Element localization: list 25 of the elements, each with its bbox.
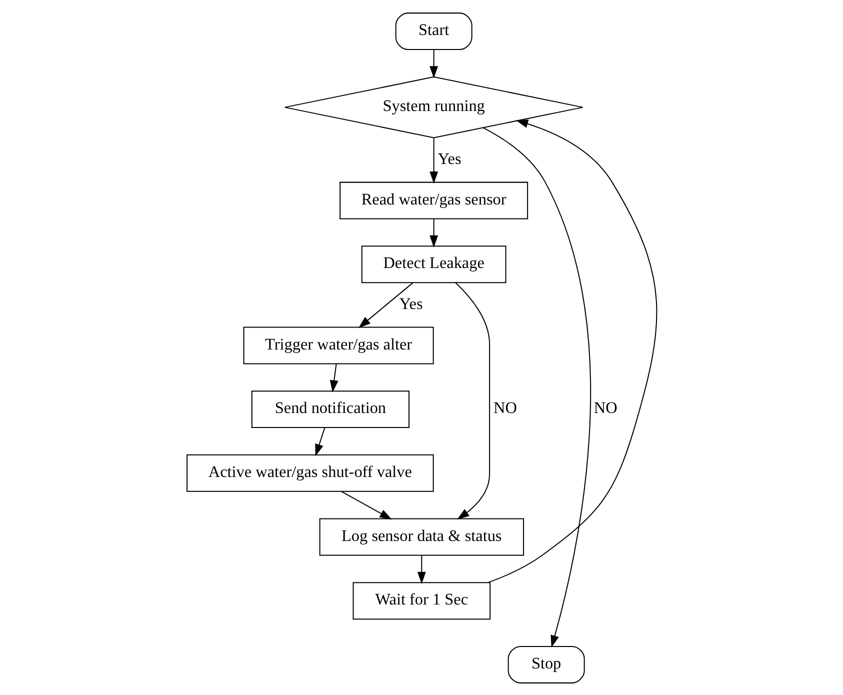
edge-label: NO bbox=[593, 398, 617, 417]
node-box: Detect Leakage bbox=[360, 245, 506, 283]
node-box: Stop bbox=[507, 645, 584, 683]
arrow bbox=[454, 282, 490, 520]
edge-label: Yes bbox=[437, 149, 461, 168]
node-box: Wait for 1 Sec bbox=[352, 582, 490, 620]
arrow bbox=[329, 363, 338, 392]
arrow bbox=[358, 282, 412, 328]
arrow bbox=[429, 218, 438, 248]
arrow bbox=[487, 119, 657, 583]
node-diamond: System running bbox=[284, 76, 583, 138]
node-box: Read water/gas sensor bbox=[339, 181, 528, 219]
arrow bbox=[429, 49, 438, 78]
node-box: Active water/gas shut-off valve bbox=[186, 454, 434, 492]
arrow bbox=[314, 427, 325, 456]
arrow bbox=[482, 126, 591, 648]
arrow bbox=[429, 138, 438, 184]
arrow bbox=[340, 490, 392, 519]
edge-label: NO bbox=[493, 398, 516, 417]
node-box: Log sensor data & status bbox=[318, 518, 524, 556]
node-box: Trigger water/gas alter bbox=[242, 326, 434, 364]
node-box: Start bbox=[394, 12, 472, 50]
node-box: Send notification bbox=[250, 390, 409, 428]
arrow bbox=[416, 555, 426, 584]
edge-label: Yes bbox=[398, 294, 422, 312]
